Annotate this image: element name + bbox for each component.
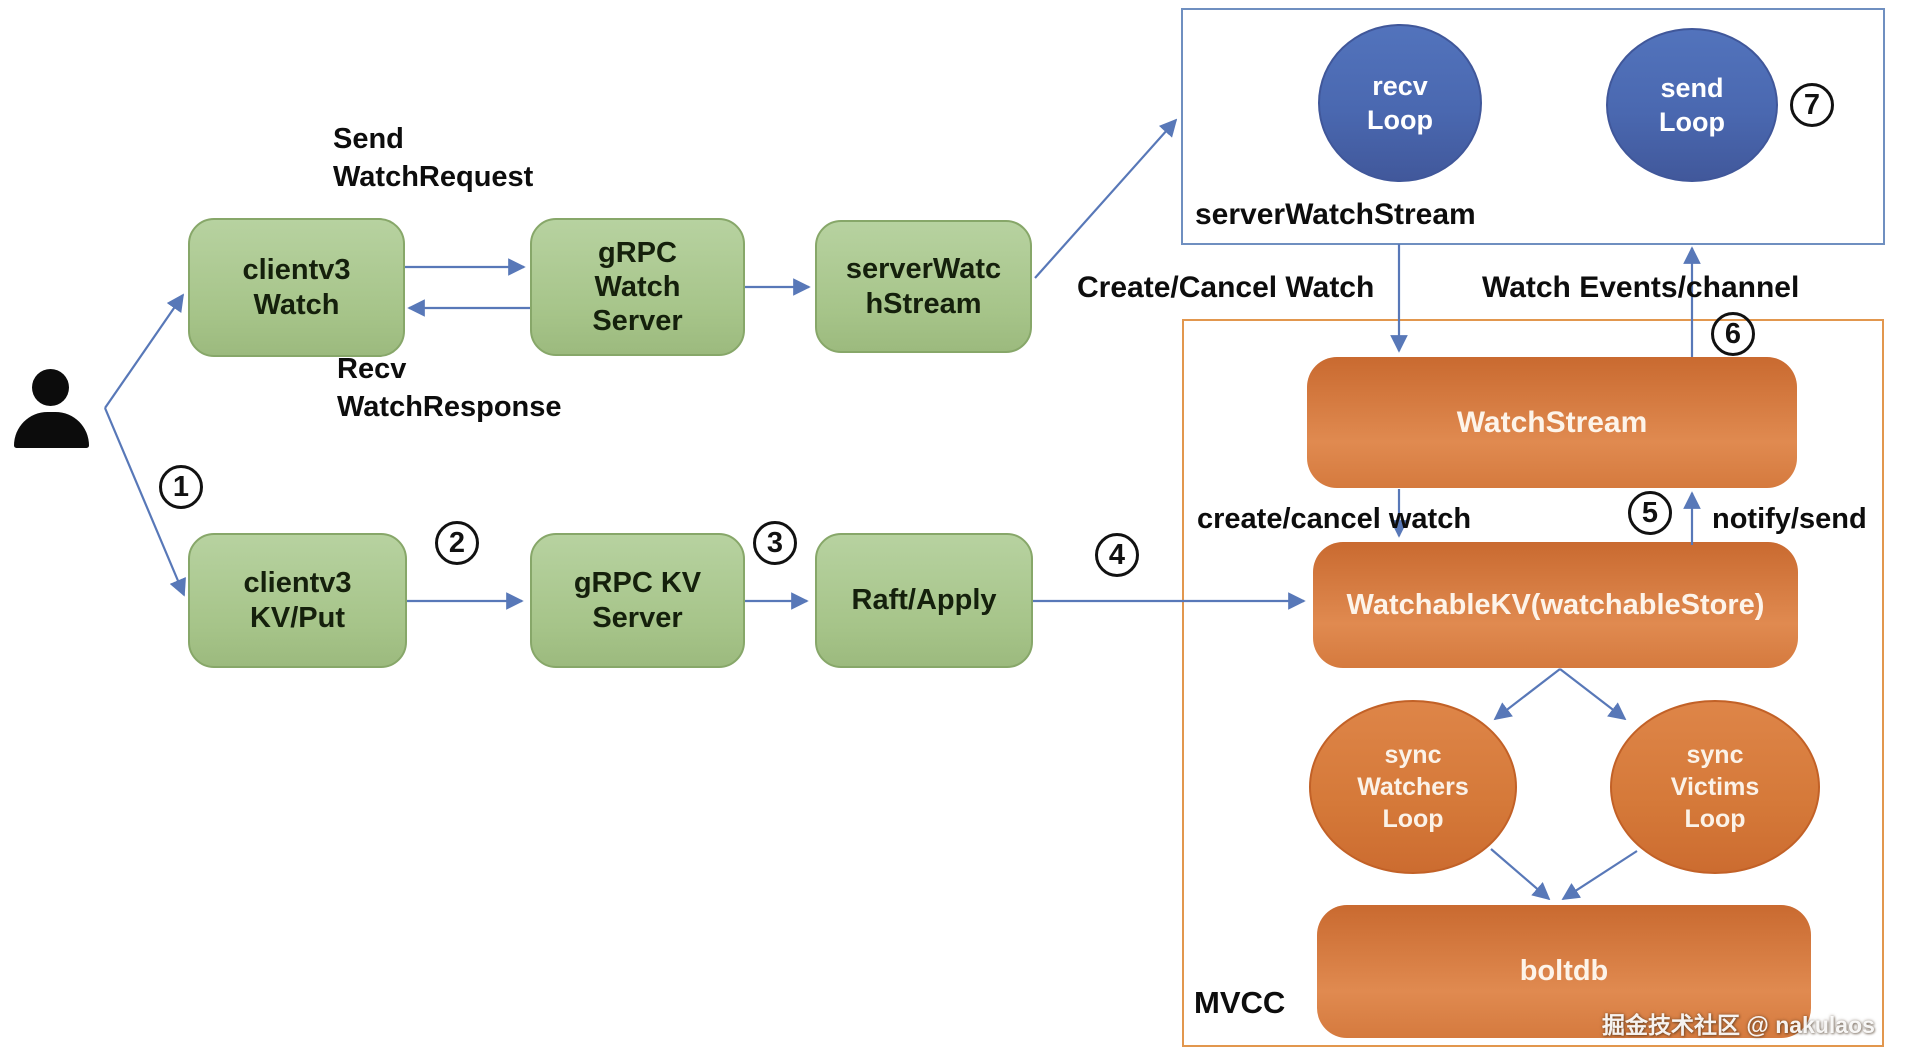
label-watch-events-channel: Watch Events/channel <box>1482 271 1800 304</box>
node-boltdb: boltdb <box>1317 905 1811 1038</box>
node-recv-loop: recv Loop <box>1318 24 1482 182</box>
label-notify-send: notify/send <box>1712 503 1867 535</box>
label-create-cancel-watch: Create/Cancel Watch <box>1077 271 1375 304</box>
step-4-badge: 4 <box>1095 533 1139 577</box>
arrow-user-to-clientv3-watch <box>104 293 184 409</box>
node-sync-victims-loop: sync Victims Loop <box>1610 700 1820 874</box>
node-watchable-kv: WatchableKV(watchableStore) <box>1313 542 1798 668</box>
node-server-watch-stream: serverWatc hStream <box>815 220 1032 353</box>
label-mvcc: MVCC <box>1194 985 1286 1020</box>
step-7-badge: 7 <box>1790 83 1834 127</box>
label-server-watch-stream-container: serverWatchStream <box>1195 198 1476 231</box>
node-watch-stream: WatchStream <box>1307 357 1797 488</box>
node-send-loop: send Loop <box>1606 28 1778 182</box>
node-clientv3-kv-put: clientv3 KV/Put <box>188 533 407 668</box>
node-sync-watchers-loop: sync Watchers Loop <box>1309 700 1517 874</box>
label-recv-watch-response: Recv WatchResponse <box>337 353 562 423</box>
node-raft-apply: Raft/Apply <box>815 533 1033 668</box>
arrow-server-watch-stream-to-container <box>1034 118 1178 279</box>
step-2-badge: 2 <box>435 521 479 565</box>
label-send-watch-request: Send WatchRequest <box>333 123 534 193</box>
mvcc-container <box>1182 319 1884 1047</box>
step-6-badge: 6 <box>1711 312 1755 356</box>
step-5-badge: 5 <box>1628 491 1672 535</box>
node-grpc-watch-server: gRPC Watch Server <box>530 218 745 356</box>
node-clientv3-watch: clientv3 Watch <box>188 218 405 357</box>
step-1-badge: 1 <box>159 465 203 509</box>
user-icon-head <box>32 369 69 406</box>
user-icon-body <box>14 412 89 448</box>
watermark: 掘金技术社区 @ nakulaos <box>1602 1012 1875 1038</box>
step-3-badge: 3 <box>753 521 797 565</box>
server-watch-stream-container <box>1181 8 1885 245</box>
node-grpc-kv-server: gRPC KV Server <box>530 533 745 668</box>
label-create-cancel-watch-lower: create/cancel watch <box>1197 503 1472 535</box>
